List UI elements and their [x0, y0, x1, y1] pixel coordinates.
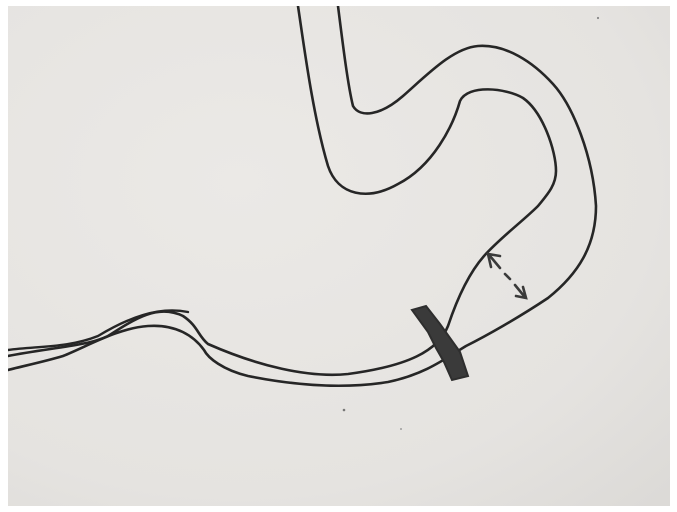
paper-speck [343, 409, 346, 412]
paper-speck [400, 428, 402, 430]
stomach-sketch-photo [8, 6, 670, 506]
paper-speck [597, 17, 599, 19]
sketch-drawing [8, 6, 670, 506]
paper-background [8, 6, 670, 506]
